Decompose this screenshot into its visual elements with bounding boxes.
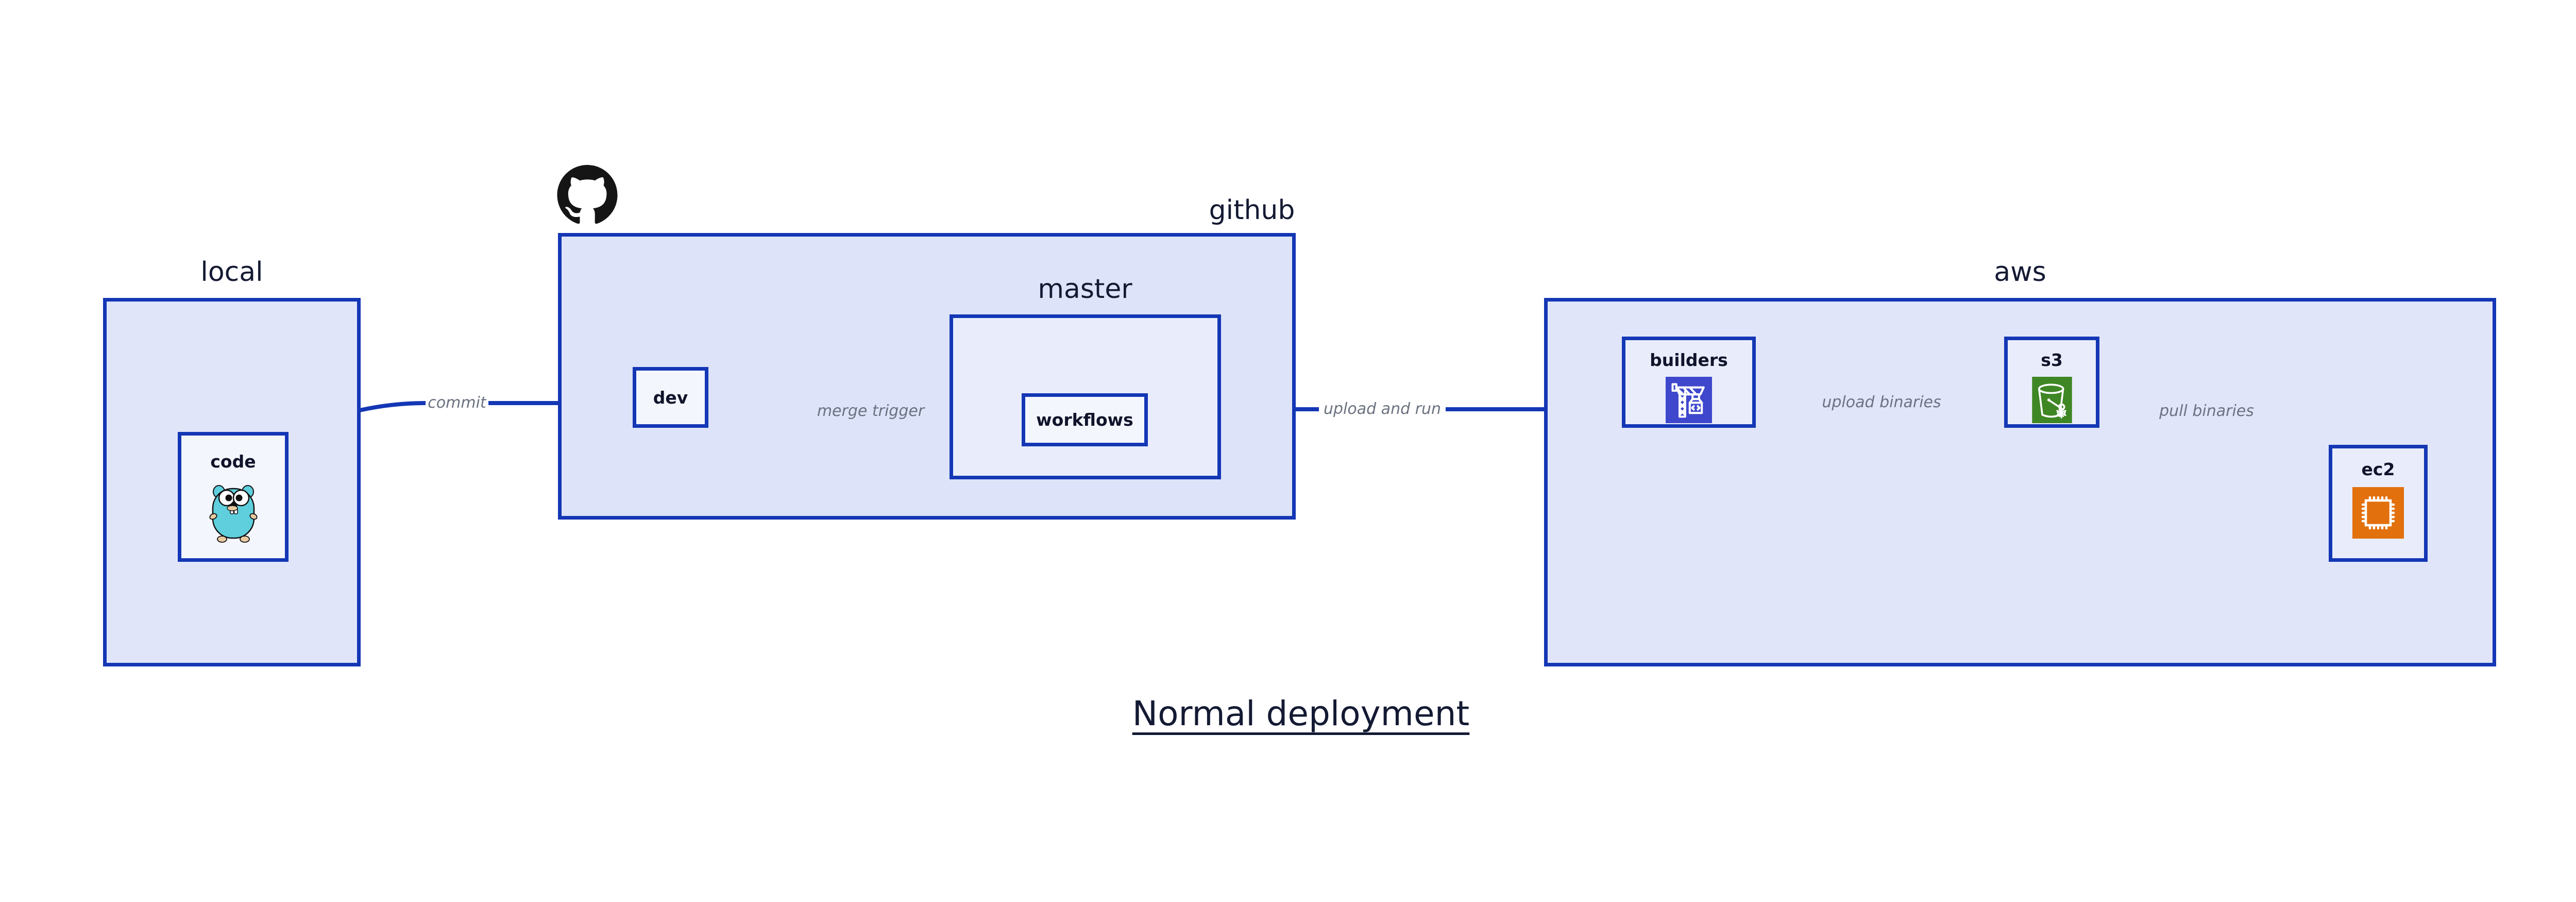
page-title: Normal deployment bbox=[1132, 694, 1470, 733]
edge-label-merge-trigger: merge trigger bbox=[817, 402, 925, 420]
node-label-code: code bbox=[210, 452, 256, 472]
go-gopher-icon bbox=[209, 479, 258, 545]
edge-label-upload-and-run: upload and run bbox=[1323, 400, 1442, 418]
aws-codebuild-crane-icon bbox=[1666, 377, 1712, 425]
container-title-master: master bbox=[1038, 274, 1132, 305]
container-title-github: github bbox=[1209, 195, 1295, 226]
node-label-ec2: ec2 bbox=[2361, 459, 2395, 479]
edge-label-commit: commit bbox=[428, 394, 486, 412]
node-builders[interactable]: builders bbox=[1622, 337, 1756, 428]
container-title-local: local bbox=[200, 257, 263, 288]
node-dev[interactable]: dev bbox=[633, 367, 708, 428]
node-label-dev: dev bbox=[653, 387, 688, 408]
edge-label-upload-binaries: upload binaries bbox=[1822, 393, 1941, 411]
node-ec2[interactable]: ec2 bbox=[2329, 445, 2428, 562]
node-label-builders: builders bbox=[1650, 350, 1728, 370]
node-label-workflows: workflows bbox=[1036, 410, 1133, 430]
edge-label-pull-binaries: pull binaries bbox=[2159, 402, 2254, 420]
node-workflows[interactable]: workflows bbox=[1022, 393, 1148, 446]
aws-ec2-cpu-chip-icon bbox=[2352, 487, 2404, 541]
node-s3[interactable]: s3 bbox=[2004, 337, 2099, 428]
github-octocat-icon bbox=[556, 165, 618, 225]
node-label-s3: s3 bbox=[2041, 350, 2063, 370]
aws-s3-bucket-snowflake-icon bbox=[2031, 377, 2072, 425]
container-title-aws: aws bbox=[1994, 257, 2046, 288]
node-code[interactable]: code bbox=[178, 432, 289, 562]
